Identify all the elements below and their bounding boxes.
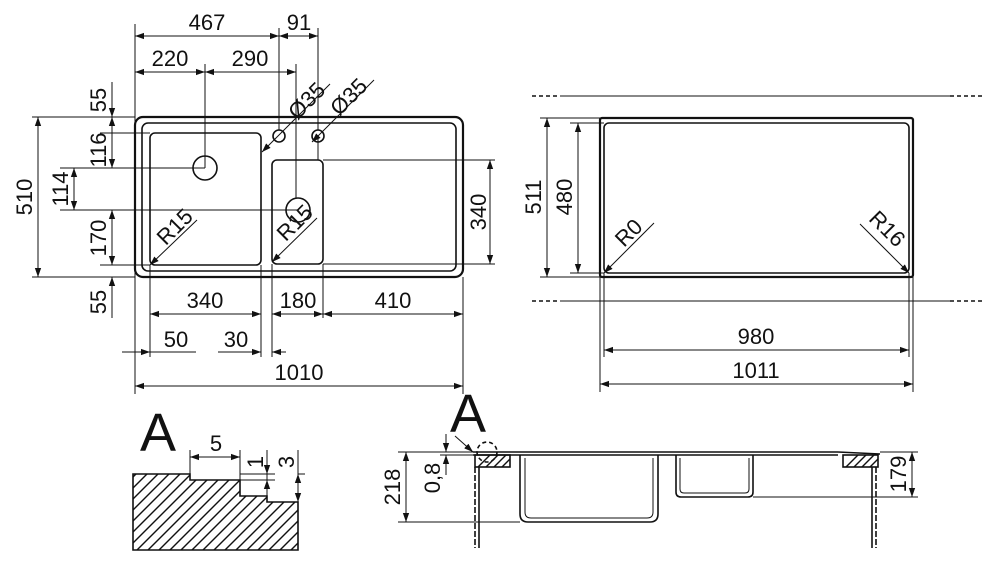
dim-179: 179 <box>886 456 911 493</box>
small-bowl <box>271 159 324 265</box>
dim-30: 30 <box>224 327 248 352</box>
hatch-line <box>191 474 273 550</box>
dim-170: 170 <box>86 220 111 257</box>
hatch-line <box>224 474 298 550</box>
hatch-line <box>246 474 298 550</box>
dim-1011: 1011 <box>732 358 779 383</box>
hatch-line <box>302 470 382 550</box>
dim-1: 1 <box>243 456 268 468</box>
small-bowl-radius: R15 <box>272 200 318 246</box>
dim-218: 218 <box>380 469 405 506</box>
dim-510: 510 <box>12 179 37 216</box>
dim-340-right: 340 <box>466 194 491 231</box>
top-view: 467 91 220 290 55 116 114 170 55 510 340… <box>12 10 495 394</box>
dim-180: 180 <box>280 288 317 313</box>
dim-0-8: 0,8 <box>420 463 445 494</box>
dim-55-top: 55 <box>86 88 111 112</box>
cutout-view: 511 480 980 1011 R0 R16 <box>521 95 985 392</box>
dim-340-bottom: 340 <box>187 288 224 313</box>
corner-radius-r16: R16 <box>864 206 910 252</box>
cutout-inner <box>603 122 910 274</box>
hatch-line <box>279 474 298 550</box>
dim-290: 290 <box>232 46 269 71</box>
dim-50: 50 <box>164 327 188 352</box>
section-large-bowl <box>519 455 659 523</box>
hatch-line <box>169 474 251 550</box>
dim-980: 980 <box>738 324 775 349</box>
hatch-line <box>290 474 298 550</box>
countertop-left <box>474 454 511 468</box>
dim-220: 220 <box>152 46 189 71</box>
sink-inner-rim <box>141 122 457 272</box>
hatch-line <box>136 474 218 550</box>
dim-114: 114 <box>48 171 73 206</box>
detail-a-label: A <box>140 403 176 463</box>
hatch-line <box>268 474 298 550</box>
dim-1010: 1010 <box>275 360 324 385</box>
dim-55-bottom: 55 <box>86 290 111 314</box>
section-a-label: A <box>450 384 486 444</box>
main-bowl-radius: R15 <box>152 204 198 250</box>
cutout-outline <box>598 116 915 279</box>
hatch-line <box>133 474 196 550</box>
sink-outline <box>133 115 465 279</box>
dim-410: 410 <box>375 288 412 313</box>
tap-hole-1 <box>272 129 286 143</box>
hatch-line <box>257 474 298 550</box>
hatch-line <box>133 474 207 550</box>
countertop-right <box>842 454 879 468</box>
dim-511: 511 <box>521 179 546 214</box>
section-small-bowl <box>675 455 754 498</box>
hatch-line <box>158 474 240 550</box>
dim-91: 91 <box>287 10 311 35</box>
hatch-line <box>133 474 152 550</box>
dim-480: 480 <box>552 179 577 216</box>
hatch-line <box>133 474 141 550</box>
dim-5: 5 <box>210 431 222 456</box>
hatch-line <box>133 474 185 550</box>
hatch-line <box>133 474 174 550</box>
dim-3: 3 <box>274 456 299 468</box>
hole-2-diameter: Ø35 <box>325 73 372 120</box>
hatch-line <box>133 474 163 550</box>
hatch-line <box>180 474 262 550</box>
hatch-line <box>213 474 295 550</box>
dim-116: 116 <box>86 132 111 167</box>
dim-467: 467 <box>189 10 226 35</box>
hatch-line <box>202 474 284 550</box>
hatch-line <box>235 474 298 550</box>
corner-radius-r0: R0 <box>610 214 648 252</box>
section-view: A <box>380 384 918 548</box>
hatch-line <box>147 474 229 550</box>
